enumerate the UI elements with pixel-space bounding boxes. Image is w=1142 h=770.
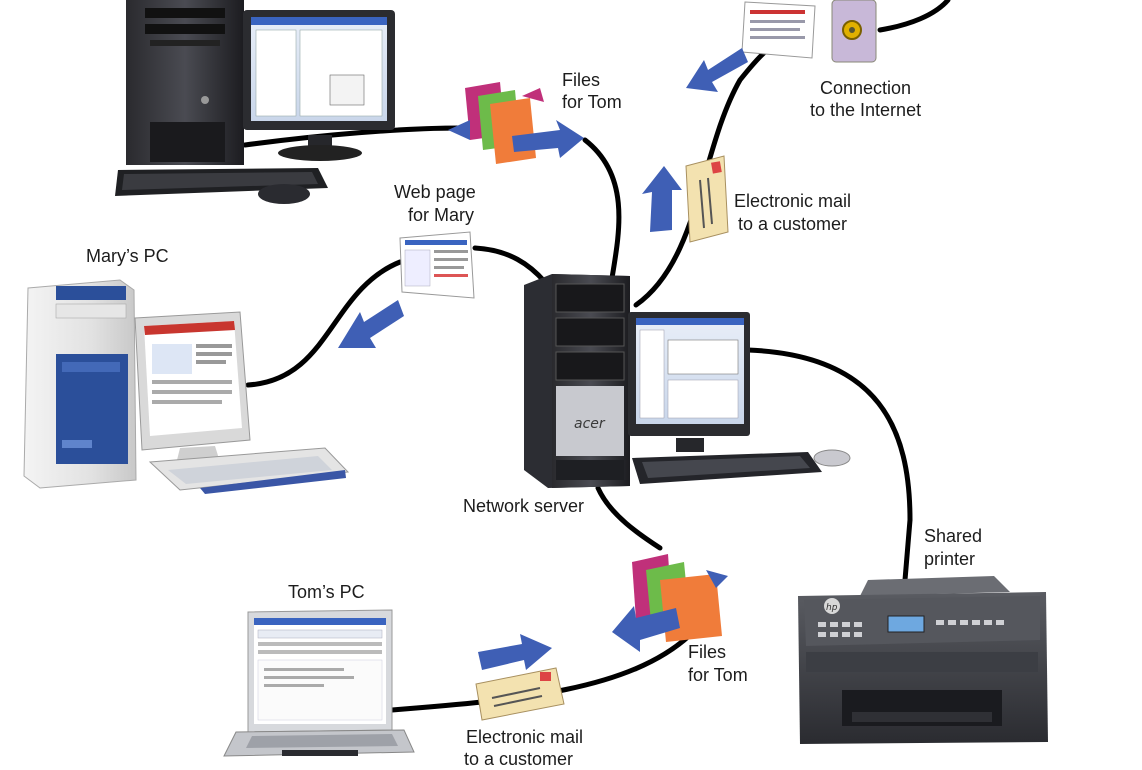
cables: [242, 0, 951, 713]
cable-marys-pc: [245, 259, 403, 388]
envelope-icon: [685, 155, 729, 243]
files-packet-bottom: [612, 554, 728, 652]
marys-pc-monitor: [134, 311, 251, 464]
email-packet-top: [642, 155, 729, 243]
cable-printer: [745, 347, 913, 583]
arrow-right-icon: [512, 120, 584, 158]
files-for-tom-top-label: Files for Tom: [562, 70, 622, 112]
cable-outlet: [877, 0, 951, 33]
network-server: acer: [524, 274, 851, 488]
web-page-for-mary-label: Web page for Mary: [394, 182, 481, 225]
toms-pc-laptop: [223, 609, 415, 757]
arrow-up-icon: [642, 166, 682, 232]
marys-pc: [23, 279, 350, 494]
shared-printer-label: Shared printer: [924, 526, 987, 569]
email-customer-bottom-label: Electronic mail to a customer: [464, 727, 588, 769]
arrow-left-icon: [612, 606, 680, 652]
files-for-tom-bottom-label: Files for Tom: [688, 642, 748, 685]
arrow-right-icon: [478, 634, 552, 670]
toms-pc-label: Tom’s PC: [288, 582, 365, 602]
email-packet-bottom: [475, 634, 565, 721]
internet-web-page: [686, 1, 816, 92]
cable-web-server: [472, 245, 548, 285]
internet-outlet: [831, 0, 877, 63]
network-server-label: Network server: [463, 496, 584, 516]
cable-top-pc: [242, 125, 465, 148]
acer-logo: acer: [574, 416, 606, 432]
printer-screen: [887, 615, 925, 633]
hp-logo: [824, 598, 840, 614]
web-page-mary-packet: [338, 231, 475, 348]
top-pc-mouse: [258, 184, 310, 204]
email-customer-top-label: Electronic mail to a customer: [734, 191, 856, 234]
cable-server-files-bottom: [595, 485, 663, 551]
cable-files-server: [582, 137, 622, 281]
files-packet-top: [448, 82, 584, 164]
arrow-down-left-icon: [338, 300, 404, 348]
arrow-right-icon: [706, 570, 728, 588]
marys-pc-label: Mary’s PC: [86, 246, 169, 266]
server-mouse: [813, 449, 851, 467]
server-monitor: [628, 312, 750, 452]
svg-text:hp: hp: [826, 603, 838, 613]
cable-toms-pc: [389, 632, 693, 713]
top-pc: [115, 0, 395, 204]
connection-to-internet-label: Connection to the Internet: [810, 78, 921, 120]
arrow-left-icon: [448, 120, 470, 140]
arrow-down-left-icon: [686, 48, 748, 92]
shared-printer: hp: [798, 576, 1048, 744]
top-pc-monitor: [243, 10, 395, 161]
